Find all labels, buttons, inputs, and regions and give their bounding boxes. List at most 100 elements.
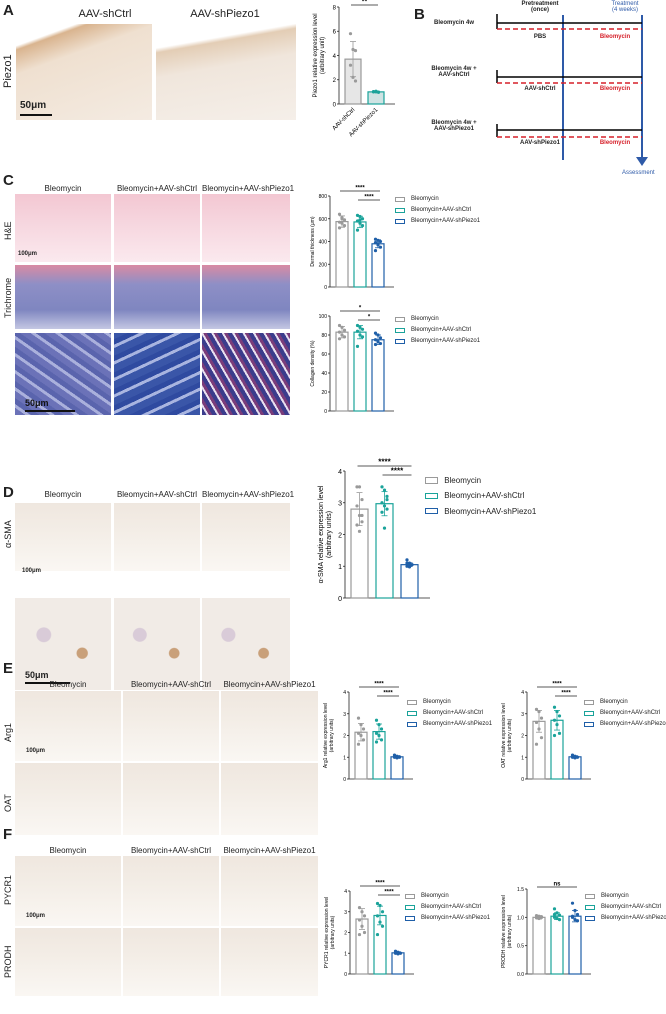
- significance-label: ****: [378, 458, 391, 467]
- data-point: [379, 738, 384, 742]
- legend-swatch: [585, 904, 595, 910]
- data-point: [555, 723, 559, 727]
- y-tick-label: 2: [338, 532, 342, 539]
- data-point: [539, 736, 544, 740]
- data-point: [534, 914, 539, 918]
- row-label: PRODH: [3, 945, 13, 978]
- y-tick-label: 4: [333, 54, 337, 60]
- data-point: [355, 329, 360, 333]
- legend-item: Bleomycin: [585, 893, 629, 899]
- pretreatment-label: Pretreatment(once): [500, 1, 580, 13]
- legend-item: Bleomycin: [405, 893, 449, 899]
- y-tick-label: 600: [319, 217, 328, 223]
- micrograph: [114, 503, 200, 571]
- data-point: [557, 731, 562, 735]
- data-point: [534, 707, 539, 711]
- legend-swatch: [407, 699, 417, 705]
- legend-swatch: [395, 338, 405, 344]
- significance-label: *: [359, 306, 362, 312]
- treatment-label: Treatment(4 weeks): [590, 1, 660, 13]
- micrograph: [123, 928, 219, 996]
- data-point: [379, 727, 384, 731]
- y-axis-label-2: (arbitrary units): [329, 718, 335, 752]
- pretreatment-sub: (once): [531, 7, 549, 13]
- data-point: [380, 510, 384, 514]
- data-point: [353, 79, 358, 83]
- y-tick-label: 6: [333, 30, 337, 36]
- data-point: [534, 916, 539, 920]
- legend-swatch: [395, 327, 405, 333]
- arrow-down-icon: [636, 157, 648, 166]
- data-point: [552, 718, 557, 722]
- bar: [353, 221, 367, 288]
- legend-item: Bleomycin+AAV-shPiezo1: [584, 721, 666, 727]
- data-point: [534, 720, 539, 725]
- data-point: [378, 903, 382, 908]
- data-point: [375, 914, 380, 918]
- col-title: AAV-shPiezo1: [190, 8, 260, 20]
- legend-label: Bleomycin: [421, 893, 449, 899]
- group-name-2: AAV-shCtrl: [438, 72, 470, 78]
- legend-label: Bleomycin+AAV-shPiezo1: [423, 721, 493, 727]
- legend-label: Bleomycin: [601, 893, 629, 899]
- legend-item: Bleomycin+AAV-shCtrl: [425, 491, 524, 500]
- data-point: [358, 221, 362, 225]
- y-tick-label: 400: [319, 240, 328, 246]
- y-tick-label: 0.0: [517, 972, 524, 978]
- y-axis-label-2: (arbitrary units): [507, 914, 513, 948]
- data-point: [342, 218, 347, 222]
- data-point: [362, 930, 367, 935]
- legend-swatch: [584, 699, 594, 705]
- micrograph: [15, 856, 121, 926]
- scale-bar: [20, 114, 52, 116]
- group-name: Bleomycin 4w +: [431, 66, 477, 72]
- data-point: [539, 716, 544, 720]
- data-point: [555, 916, 559, 921]
- bar: [390, 756, 404, 780]
- bar: [568, 915, 582, 975]
- group-name-2: AAV-shPiezo1: [434, 126, 474, 132]
- data-point: [356, 742, 361, 746]
- y-tick-label: 1: [521, 755, 524, 761]
- x-tick-label: AAV-shCtrl: [332, 107, 357, 132]
- legend-label: Bleomycin+AAV-shCtrl: [411, 207, 472, 213]
- ihc-image: [16, 24, 152, 120]
- data-point: [378, 341, 383, 346]
- data-point: [410, 563, 414, 567]
- data-point: [395, 756, 399, 760]
- bar: [371, 243, 385, 288]
- scale-label: 100μm: [18, 251, 38, 257]
- data-point: [362, 914, 367, 918]
- col-title: Bleomycin+AAV-shCtrl: [116, 184, 198, 193]
- data-point: [357, 906, 362, 910]
- row-label: Arg1: [3, 722, 13, 742]
- micrograph: [202, 194, 290, 262]
- data-point: [380, 910, 385, 914]
- data-point: [360, 497, 364, 502]
- y-axis-label: PYCR1 relative expression level: [324, 897, 330, 968]
- data-point: [342, 328, 347, 332]
- y-tick-label: 1: [344, 951, 347, 957]
- y-tick-label: 1: [343, 755, 346, 761]
- bar: [400, 564, 419, 599]
- legend-label: Bleomycin: [423, 699, 451, 705]
- legend-item: Bleomycin: [395, 316, 439, 322]
- data-point: [539, 915, 544, 919]
- data-point: [373, 338, 378, 342]
- data-point: [552, 915, 557, 919]
- data-point: [552, 705, 557, 709]
- legend-item: Bleomycin: [407, 699, 451, 705]
- legend-label: Bleomycin+AAV-shPiezo1: [411, 338, 481, 344]
- data-point: [337, 212, 342, 216]
- row-label: Piezo1: [2, 54, 14, 88]
- group-label: Bleomycin 4w: [412, 20, 496, 26]
- y-tick-label: 3: [343, 712, 346, 718]
- data-point: [555, 911, 559, 915]
- legend-label: Bleomycin+AAV-shCtrl: [601, 904, 662, 910]
- micrograph: [202, 265, 290, 329]
- data-point: [405, 564, 409, 568]
- legend-swatch: [395, 218, 405, 224]
- significance-label: ****: [561, 691, 571, 697]
- legend-item: Bleomycin: [584, 699, 628, 705]
